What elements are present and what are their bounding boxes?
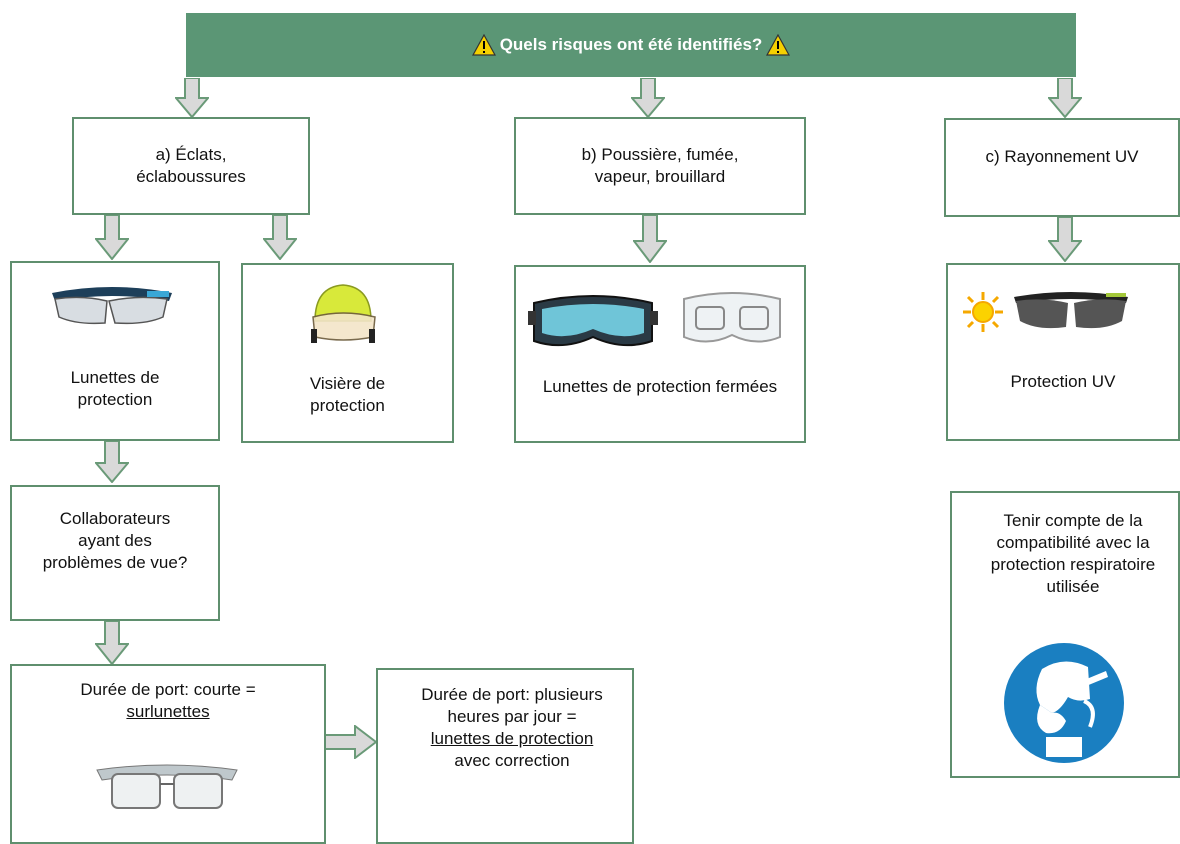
goggles-image: [528, 295, 658, 347]
protection-uv-box: Protection UV: [946, 263, 1180, 441]
arrow-down-icon: [633, 215, 667, 263]
uv-label: Protection UV: [1010, 372, 1116, 391]
clear-goggles-image: [683, 292, 781, 343]
visor-label: Visière de protection: [309, 374, 386, 415]
risk-box-c: c) Rayonnement UV: [944, 118, 1180, 217]
arrow-down-icon: [95, 621, 129, 665]
overglasses-image: [96, 764, 238, 809]
arrow-down-icon: [631, 78, 665, 118]
risk-c-label: c) Rayonnement UV: [985, 147, 1139, 166]
safety-glasses-image: [52, 287, 172, 325]
duration-long-suffix: avec correction: [454, 751, 570, 770]
uv-glasses-image: [1014, 292, 1128, 329]
protection-closed-glasses-box: Lunettes de protection fermées: [514, 265, 806, 443]
closed-glasses-label: Lunettes de protection fermées: [542, 377, 778, 396]
compatibility-label: Tenir compte de la compatibilité avec la…: [990, 511, 1156, 596]
duration-short-label: Durée de port: courte = surlunettes: [42, 679, 294, 723]
question-banner: Quels risques ont été identifiés?: [186, 13, 1076, 77]
warning-icon: [766, 34, 791, 56]
glasses-label: Lunettes de protection: [70, 368, 160, 409]
compatibility-box: Tenir compte de la compatibilité avec la…: [950, 491, 1180, 778]
protection-visor-box: Visière de protection: [241, 263, 454, 443]
duration-long-box: Durée de port: plusieurs heures par jour…: [376, 668, 634, 844]
arrow-down-icon: [95, 441, 129, 483]
duration-long-prefix: Durée de port: plusieurs heures par jour…: [421, 685, 603, 726]
arrow-down-icon: [175, 78, 209, 118]
warning-icon: [471, 34, 496, 56]
arrow-right-icon: [325, 725, 377, 759]
banner-title: Quels risques ont été identifiés?: [499, 35, 763, 54]
arrow-down-icon: [95, 215, 129, 260]
helmet-visor-image: [311, 284, 376, 343]
sun-icon: [963, 292, 1003, 332]
duration-short-prefix: Durée de port: courte =: [80, 680, 256, 699]
duration-short-box: Durée de port: courte = surlunettes: [10, 664, 326, 844]
duration-long-label: Durée de port: plusieurs heures par jour…: [420, 684, 604, 772]
risk-box-a: a) Éclats, éclaboussures: [72, 117, 310, 215]
vision-question-label: Collaborateurs ayant des problèmes de vu…: [42, 509, 188, 572]
risk-a-label: a) Éclats, éclaboussures: [136, 145, 246, 186]
arrow-down-icon: [1048, 78, 1082, 118]
arrow-down-icon: [263, 215, 297, 260]
protection-glasses-box: Lunettes de protection: [10, 261, 220, 441]
prescription-glasses-link: lunettes de protection: [430, 729, 594, 748]
arrow-down-icon: [1048, 217, 1082, 262]
vision-question-box: Collaborateurs ayant des problèmes de vu…: [10, 485, 220, 621]
respirator-mandatory-icon: [1004, 643, 1124, 763]
overglasses-link: surlunettes: [126, 702, 210, 721]
risk-box-b: b) Poussière, fumée, vapeur, brouillard: [514, 117, 806, 215]
risk-b-label: b) Poussière, fumée, vapeur, brouillard: [581, 145, 739, 186]
